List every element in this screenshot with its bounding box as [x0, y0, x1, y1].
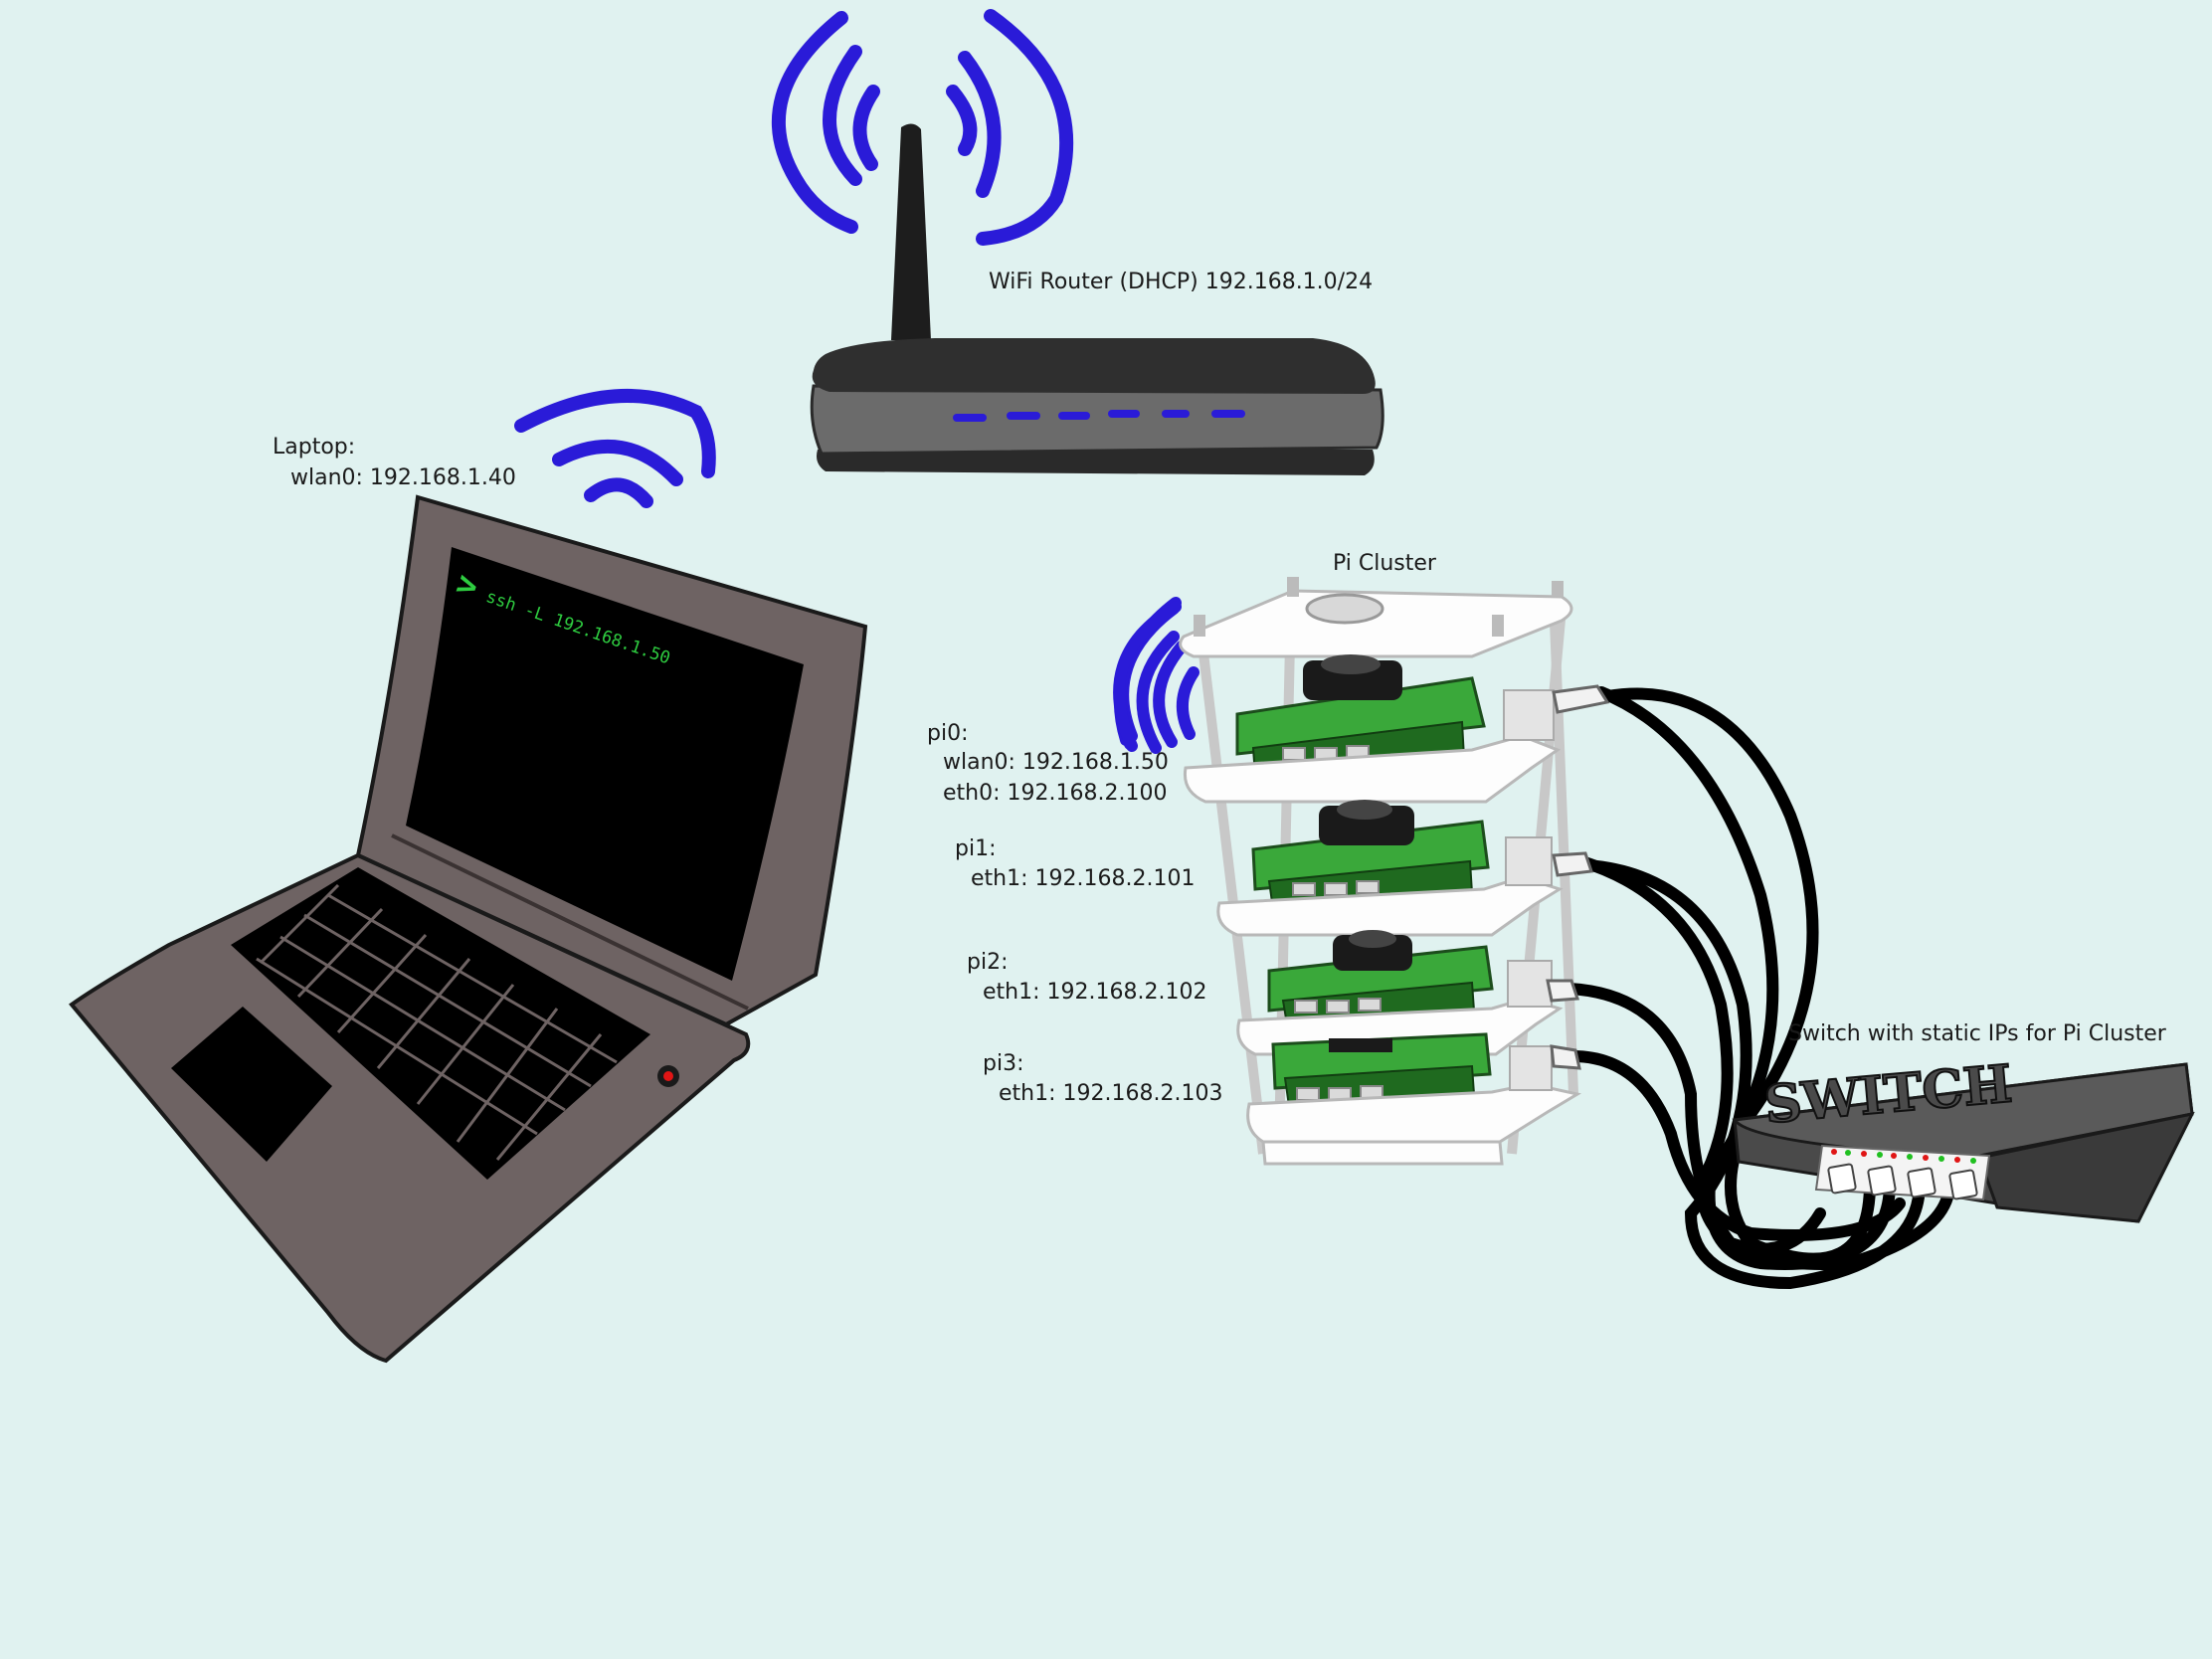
laptop-title: Laptop:	[273, 435, 356, 460]
switch-label: Switch with static IPs for Pi Cluster	[1788, 1021, 2166, 1046]
laptop-trackpad	[171, 1007, 332, 1162]
router-body	[810, 384, 1384, 456]
network-switch: SWITCH	[1732, 1052, 2195, 1223]
wifi-router	[771, 9, 1384, 475]
pi-layer-2	[1236, 930, 1564, 1056]
cluster-top-plate	[1179, 589, 1573, 658]
router-wifi-icon	[771, 9, 1074, 246]
laptop-wlan0-address: wlan0: 192.168.1.40	[290, 465, 516, 490]
switch-ports	[1814, 1144, 1991, 1201]
pi0-eth0-address: eth0: 192.168.2.100	[943, 781, 1168, 806]
pi0-name: pi0:	[927, 721, 969, 746]
router-top	[812, 338, 1376, 394]
ethernet-plugs	[1546, 684, 1610, 1070]
pi-cluster	[1113, 577, 1610, 1166]
pi-layer-0	[1183, 654, 1562, 804]
laptop-screen	[406, 547, 804, 981]
pi2-eth1-address: eth1: 192.168.2.102	[983, 980, 1207, 1005]
pi1-eth1-address: eth1: 192.168.2.101	[971, 866, 1196, 891]
pi2-name: pi2:	[967, 950, 1009, 975]
top-fan-icon	[1305, 593, 1384, 625]
router-leds	[953, 410, 1245, 422]
pi3-name: pi3:	[983, 1051, 1024, 1076]
laptop: > ssh -L 192.168.1.50	[69, 388, 868, 1364]
router-base	[817, 450, 1375, 475]
laptop-keys	[256, 883, 618, 1161]
cluster-title: Pi Cluster	[1333, 551, 1436, 576]
pi-layer-1	[1216, 800, 1564, 937]
router-label: WiFi Router (DHCP) 192.168.1.0/24	[989, 270, 1374, 294]
pi0-wlan0-address: wlan0: 192.168.1.50	[943, 750, 1169, 775]
pi3-eth1-address: eth1: 192.168.2.103	[999, 1081, 1223, 1106]
pi1-name: pi1:	[955, 836, 997, 861]
pi-layer-3	[1246, 1032, 1582, 1166]
router-antenna	[891, 123, 931, 340]
laptop-wifi-icon	[514, 388, 716, 508]
fan-icon	[1333, 935, 1412, 971]
